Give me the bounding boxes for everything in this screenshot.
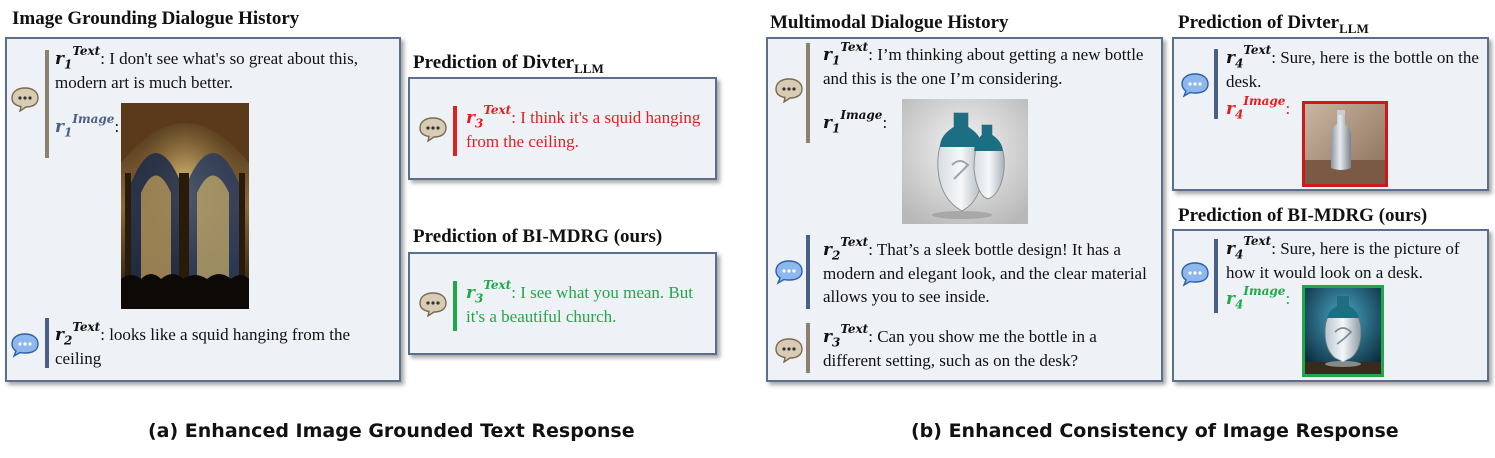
left-r1-image-row: r1Image: — [55, 112, 120, 140]
speech-bubble-icon — [774, 337, 804, 363]
bot-turn-bar — [806, 235, 810, 309]
left-divter-label: r3Text — [466, 103, 512, 131]
correct-turn-bar — [453, 281, 457, 331]
left-history-panel: r1Text: I don't see what's so great abou… — [5, 37, 401, 382]
right-history-title: Multimodal Dialogue History — [770, 12, 1009, 33]
left-r2-text-body: : looks like a squid hanging from the ce… — [55, 325, 350, 368]
right-bimdrg-title: Prediction of BI-MDRG (ours) — [1178, 205, 1428, 226]
left-r1-text-label: r1Text — [55, 44, 101, 72]
right-r2-text-label: r2Text — [823, 235, 869, 263]
left-divter-panel: r3Text: I think it's a squid hanging fro… — [408, 77, 717, 180]
right-r3-text-body: : Can you show me the bottle in a differ… — [823, 327, 1097, 370]
left-divter-body: : I think it's a squid hanging from the … — [466, 108, 701, 151]
speech-bubble-icon — [774, 259, 804, 285]
left-bimdrg-label: r3Text — [466, 278, 512, 306]
user-turn-bar — [45, 50, 49, 158]
left-r2-text: r2Text: looks like a squid hanging from … — [55, 320, 395, 370]
left-bimdrg-panel: r3Text: I see what you mean. But it's a … — [408, 252, 717, 355]
right-r3-text-label: r3Text — [823, 322, 869, 350]
right-bimdrg-image-row: r4Image: — [1226, 284, 1291, 312]
right-divter-label: r4Text — [1226, 43, 1272, 71]
speech-bubble-icon — [10, 86, 40, 112]
right-divter-text: r4Text: Sure, here is the bottle on the … — [1226, 43, 1484, 93]
left-r1-text-body: : I don't see what's so great about this… — [55, 49, 358, 92]
left-r1-image-label: r1Image — [55, 112, 115, 140]
left-history-title: Image Grounding Dialogue History — [12, 8, 300, 29]
right-bimdrg-label: r4Text — [1226, 234, 1272, 262]
user-turn-bar — [806, 43, 810, 143]
left-bimdrg-title: Prediction of BI-MDRG (ours) — [413, 226, 663, 247]
right-history-panel: r1Text: I’m thinking about getting a new… — [766, 37, 1163, 382]
right-r2-text-body: : That’s a sleek bottle design! It has a… — [823, 240, 1147, 306]
right-r1-image-row: r1Image: — [823, 108, 888, 136]
right-divter-image-label: r4Image — [1226, 94, 1286, 122]
bot-turn-bar — [1214, 239, 1218, 313]
wrong-turn-bar — [453, 106, 457, 156]
speech-bubble-icon — [418, 116, 448, 142]
right-r1-text-label: r1Text — [823, 40, 869, 68]
right-divter-image-row: r4Image: — [1226, 94, 1291, 122]
right-divter-panel: r4Text: Sure, here is the bottle on the … — [1172, 37, 1489, 191]
right-bimdrg-image-label: r4Image — [1226, 284, 1286, 312]
right-r1-text: r1Text: I’m thinking about getting a new… — [823, 40, 1158, 90]
right-bimdrg-panel: r4Text: Sure, here is the picture of how… — [1172, 229, 1489, 382]
right-caption: (b) Enhanced Consistency of Image Respon… — [911, 420, 1399, 442]
speech-bubble-icon — [774, 77, 804, 103]
bimdrg-bottle-photo — [1302, 285, 1384, 377]
speech-bubble-icon — [418, 291, 448, 317]
right-r1-text-body: : I’m thinking about getting a new bottl… — [823, 45, 1144, 88]
speech-bubble-icon — [10, 332, 40, 358]
bottle-photo — [902, 99, 1028, 224]
left-divter-text: r3Text: I think it's a squid hanging fro… — [466, 103, 706, 153]
left-divter-title: Prediction of DivterLLM — [413, 52, 604, 76]
left-r1-text: r1Text: I don't see what's so great abou… — [55, 44, 395, 94]
left-bimdrg-body: : I see what you mean. But it's a beauti… — [466, 283, 693, 326]
left-caption: (a) Enhanced Image Grounded Text Respons… — [148, 420, 635, 442]
right-divter-body: : Sure, here is the bottle on the desk. — [1226, 48, 1479, 91]
right-bimdrg-text: r4Text: Sure, here is the picture of how… — [1226, 234, 1484, 284]
left-r2-text-label: r2Text — [55, 320, 101, 348]
left-bimdrg-text: r3Text: I see what you mean. But it's a … — [466, 278, 706, 328]
bot-turn-bar — [1214, 49, 1218, 119]
right-bimdrg-body: : Sure, here is the picture of how it wo… — [1226, 239, 1460, 282]
church-photo — [121, 103, 249, 309]
right-r2-text: r2Text: That’s a sleek bottle design! It… — [823, 235, 1158, 308]
speech-bubble-icon — [1180, 261, 1210, 287]
divter-bottle-photo — [1302, 101, 1388, 187]
right-divter-title: Prediction of DivterLLM — [1178, 12, 1369, 36]
user-turn-bar — [806, 323, 810, 373]
right-r1-image-label: r1Image — [823, 108, 883, 136]
speech-bubble-icon — [1180, 72, 1210, 98]
bot-turn-bar — [45, 318, 49, 368]
right-r3-text: r3Text: Can you show me the bottle in a … — [823, 322, 1158, 372]
